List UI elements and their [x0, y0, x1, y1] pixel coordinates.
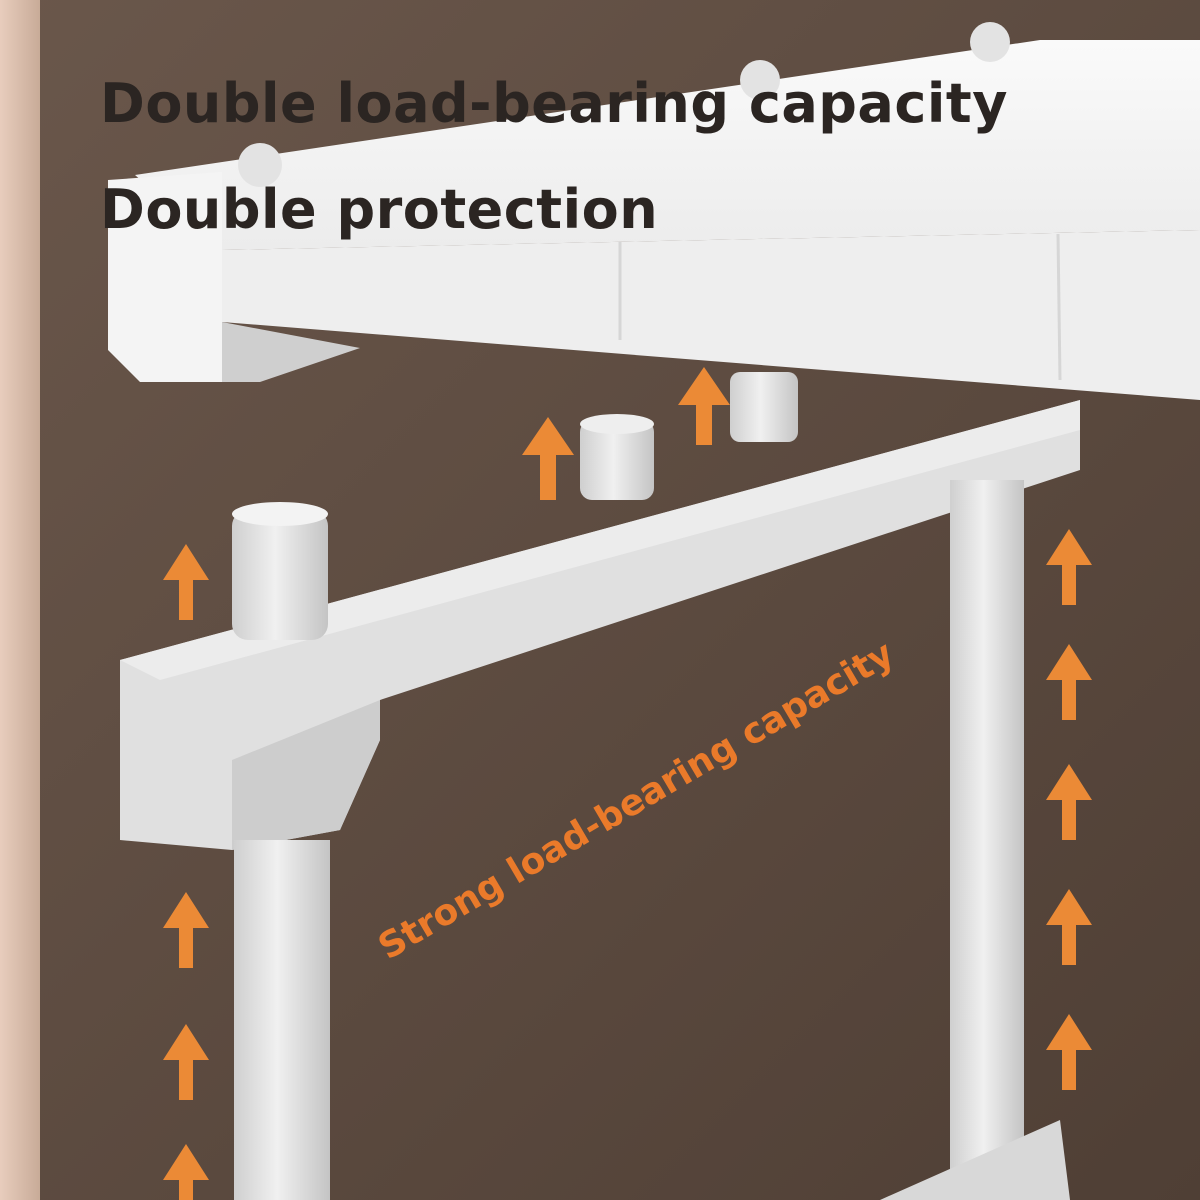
- shelf-knob: [970, 22, 1010, 62]
- side-wall: [0, 0, 40, 1200]
- right-leg: [950, 480, 1024, 1180]
- frame-peg: [232, 510, 328, 640]
- frame-peg: [730, 372, 798, 442]
- up-arrow-icon: [1046, 529, 1092, 605]
- up-arrow-icon: [163, 1024, 209, 1100]
- up-arrow-icon: [163, 544, 209, 620]
- up-arrow-icon: [163, 892, 209, 968]
- up-arrow-icon: [1046, 1014, 1092, 1090]
- up-arrow-icon: [522, 417, 574, 500]
- frame-peg: [580, 420, 654, 500]
- up-arrow-icon: [1046, 889, 1092, 965]
- shelf-knob: [238, 143, 282, 187]
- headline-line-1: Double load-bearing capacity: [100, 72, 1008, 135]
- up-arrow-icon: [1046, 644, 1092, 720]
- shelf-front-face: [108, 172, 222, 382]
- shelf-knob: [740, 60, 780, 100]
- up-arrow-icon: [163, 1144, 209, 1200]
- shelf-underside-rail: [222, 322, 360, 382]
- lower-bracket: [880, 1120, 1070, 1200]
- left-leg: [234, 840, 330, 1200]
- shelf-side-face: [222, 230, 1200, 400]
- up-arrow-icon: [678, 367, 730, 445]
- shelf-top-surface: [135, 40, 1200, 250]
- headline-line-2: Double protection: [100, 178, 659, 241]
- load-arrows: [163, 367, 1092, 1200]
- up-arrow-icon: [1046, 764, 1092, 840]
